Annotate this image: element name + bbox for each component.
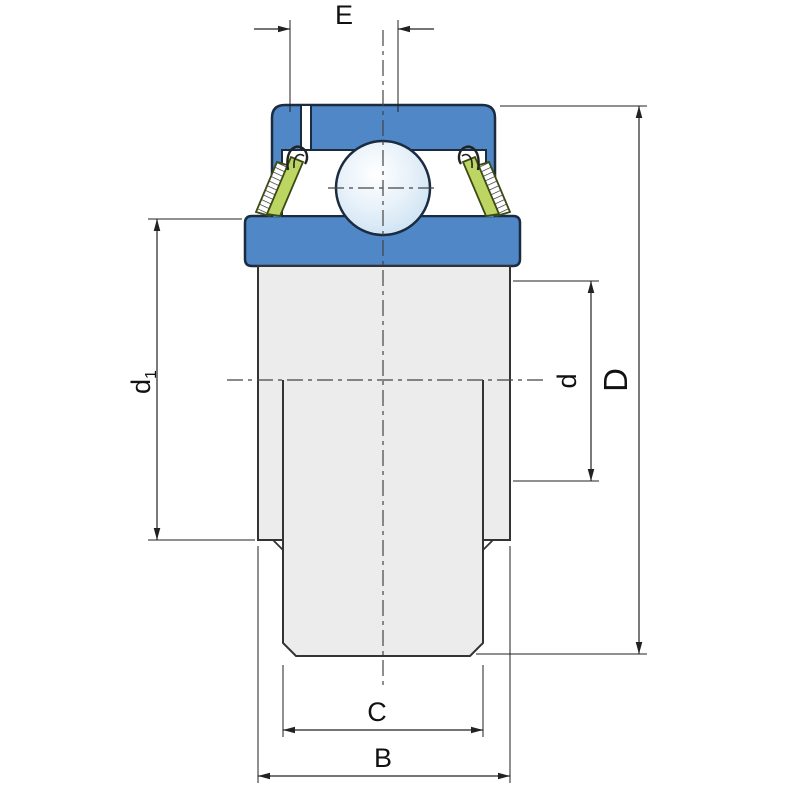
dimension-b: B: [257, 546, 511, 783]
dim-label-b: B: [374, 743, 392, 773]
dim-label-e: E: [335, 0, 353, 30]
dim-label-d1: d1: [126, 370, 160, 394]
dimension-e: E: [254, 0, 434, 112]
dimension-d1: d1: [126, 218, 255, 541]
lubrication-slot: [300, 104, 312, 152]
seal-left: [254, 145, 309, 218]
dim-label-outer-d: D: [597, 368, 634, 392]
collar-chamfer-left: [272, 539, 284, 551]
seal-rubber: [265, 155, 305, 217]
dim-label-c: C: [367, 697, 387, 727]
seal-lip-hook-inner: [293, 153, 305, 169]
dim-label-d: d: [552, 373, 582, 388]
seal-lip-hook: [286, 145, 309, 171]
dimension-c: C: [282, 665, 484, 737]
dimension-outer-d: D: [476, 105, 647, 655]
collar-chamfer-right: [482, 539, 494, 551]
dimension-d: d: [513, 280, 599, 482]
